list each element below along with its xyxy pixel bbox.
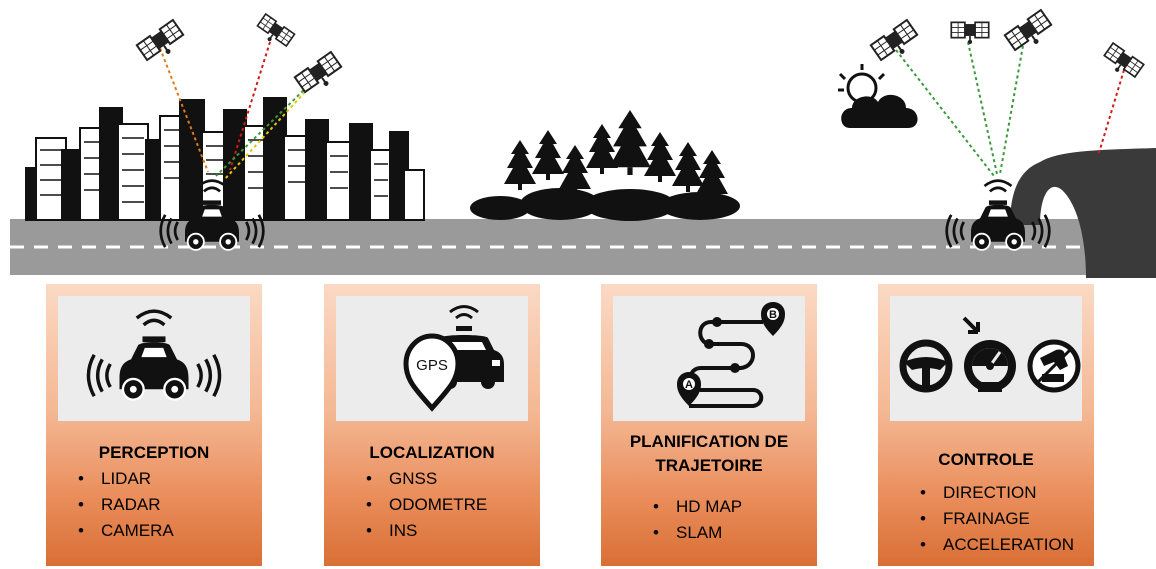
city-windows [40, 129, 388, 203]
city-skyline [25, 97, 425, 221]
steering-wheel-icon [899, 339, 953, 393]
list-item: CAMERA [74, 518, 174, 544]
route-path-icon: B A [677, 302, 785, 408]
planification-card: B A PLANIFICATION DE TRAJETOIRE HD MAP S… [601, 284, 817, 566]
forest [470, 109, 740, 221]
list-item: RADAR [74, 492, 174, 518]
satellite-icon [950, 21, 990, 45]
list-item: SLAM [649, 520, 742, 546]
list-item: LIDAR [74, 466, 174, 492]
brake-pedal-icon [1027, 339, 1081, 393]
controle-icon-box [890, 296, 1082, 421]
controle-title: CONTROLE [938, 450, 1034, 469]
list-item: HD MAP [649, 494, 742, 520]
perception-title: PERCEPTION [98, 443, 210, 462]
satellite-icon [869, 19, 923, 68]
marker-b-label: B [769, 309, 777, 321]
cloud-sun-icon [838, 64, 918, 128]
controle-list: DIRECTION FRAINAGE ACCELERATION [916, 480, 1074, 558]
list-item: INS [362, 518, 487, 544]
connected-car-icon [86, 309, 222, 402]
list-item: DIRECTION [916, 480, 1074, 506]
list-item: ODOMETRE [362, 492, 487, 518]
list-item: FRAINAGE [916, 506, 1074, 532]
planification-icon-box: B A [613, 296, 805, 421]
planification-list: HD MAP SLAM [649, 494, 742, 546]
controle-card: CONTROLE DIRECTION FRAINAGE ACCELERATION [878, 284, 1094, 566]
perception-icon-box [58, 296, 250, 421]
localization-icon-box: GPS [336, 296, 528, 421]
satellite-icon [253, 13, 296, 52]
satellite-links [159, 39, 1125, 181]
vehicle-controls-icons [899, 316, 1081, 393]
gps-label: GPS [416, 357, 448, 374]
perception-card: PERCEPTION LIDAR RADAR CAMERA [46, 284, 262, 566]
speedometer-icon [962, 316, 1016, 392]
satellite-icon [1003, 9, 1057, 58]
tunnel-mountain [1010, 148, 1156, 278]
gps-car-icon: GPS [403, 305, 504, 412]
planification-title-line1: PLANIFICATION DE [629, 432, 789, 451]
list-item: ACCELERATION [916, 532, 1074, 558]
planification-title-line2: TRAJETOIRE [655, 456, 763, 475]
marker-a-label: A [685, 379, 693, 391]
road-scene [10, 9, 1156, 278]
satellite-icon [135, 19, 189, 68]
perception-list: LIDAR RADAR CAMERA [74, 466, 174, 544]
localization-card: GPS LOCALIZATION GNSS ODOMETRE INS [324, 284, 540, 566]
list-item: GNSS [362, 466, 487, 492]
localization-title: LOCALIZATION [369, 443, 495, 462]
localization-list: GNSS ODOMETRE INS [362, 466, 487, 544]
